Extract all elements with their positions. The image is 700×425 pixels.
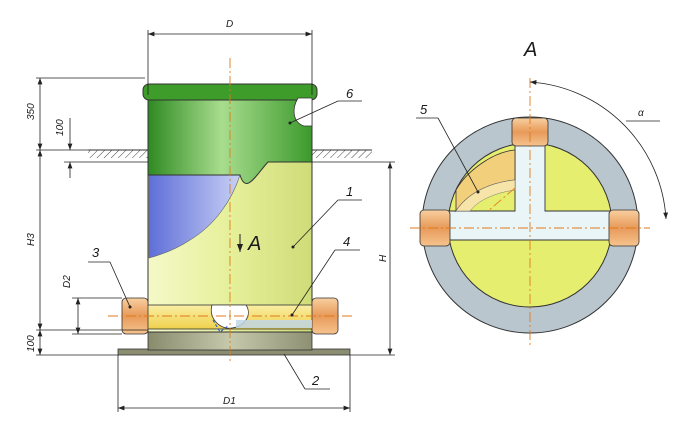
callout-3: 3 [88,245,132,309]
svg-text:1: 1 [346,184,353,199]
callout-2: 2 [283,353,330,390]
svg-text:3: 3 [92,245,100,260]
dim-h-label: H [378,254,389,262]
t-pipe-bend-inner [455,179,516,212]
callout-6: 6 [288,86,362,125]
svg-text:4: 4 [343,234,350,249]
dim-100-top-label: 100 [55,119,66,136]
callout-5: 5 [416,102,480,194]
dim-350-label: 350 [26,103,37,120]
elevation-view: D D1 350 100 H3 [26,19,395,412]
callout-4: 4 [290,234,360,317]
dim-alpha: α [529,80,669,220]
view-arrow-a: A [237,233,261,255]
callout-1: 1 [291,184,362,249]
dim-d1-label: D1 [223,396,236,407]
dim-d1: D1 [117,355,351,412]
plan-view-a: A α 5 [410,39,669,345]
svg-text:2: 2 [311,373,320,388]
dim-left-stack: 350 100 H3 D2 100 [26,77,148,356]
dim-100-bottom-label: 100 [26,335,37,352]
dim-h3-label: H3 [26,233,37,246]
section-a-label: A [523,39,537,61]
dim-d2-label: D2 [62,275,73,288]
ground-level [88,149,372,158]
lid-section [147,97,313,184]
dim-d-label: D [226,19,233,30]
view-a-label: A [247,233,261,255]
svg-text:6: 6 [346,86,354,101]
svg-text:5: 5 [420,102,428,117]
dim-h: H [312,161,395,356]
alpha-label: α [638,108,644,119]
inner-cutaway [148,174,241,259]
dim-d: D [147,19,313,95]
water-level [236,320,312,328]
